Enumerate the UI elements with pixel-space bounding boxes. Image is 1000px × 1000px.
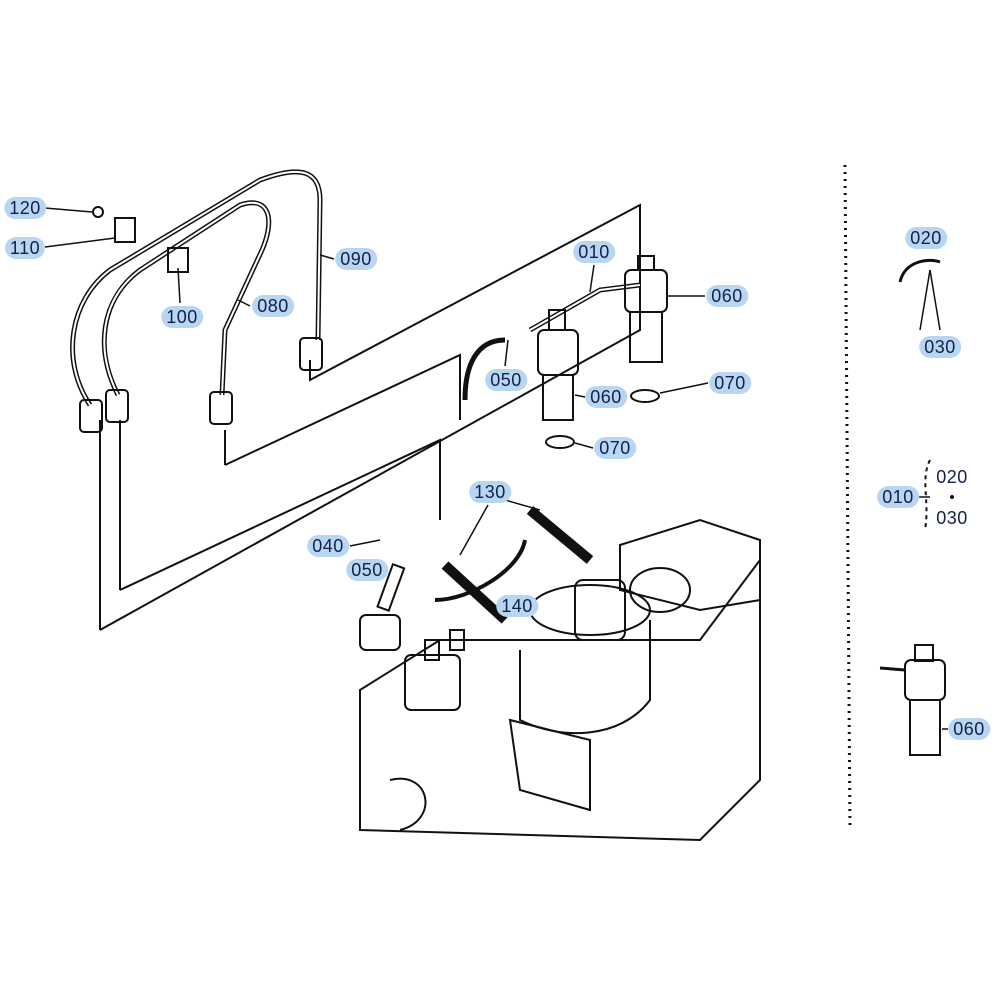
callout-090[interactable]: 090 [335, 248, 377, 270]
callout-110[interactable]: 110 [4, 237, 46, 259]
callout-060[interactable]: 060 [706, 285, 748, 307]
callout-010[interactable]: 010 [573, 241, 615, 263]
callout-060-side[interactable]: 060 [948, 718, 990, 740]
callout-140[interactable]: 140 [496, 595, 538, 617]
callout-120[interactable]: 120 [4, 197, 46, 219]
callout-100[interactable]: 100 [161, 306, 203, 328]
kit-item-030: 030 [936, 508, 968, 528]
callout-050[interactable]: 050 [346, 559, 388, 581]
callout-130[interactable]: 130 [469, 481, 511, 503]
callout-070[interactable]: 070 [594, 437, 636, 459]
section-divider [843, 164, 852, 831]
callout-010-kit[interactable]: 010 [877, 486, 919, 508]
kit-separator-dot [950, 495, 954, 499]
callout-060[interactable]: 060 [585, 386, 627, 408]
callout-080[interactable]: 080 [252, 295, 294, 317]
callout-020[interactable]: 020 [905, 227, 947, 249]
callout-050[interactable]: 050 [485, 369, 527, 391]
callout-040[interactable]: 040 [307, 535, 349, 557]
callout-030[interactable]: 030 [919, 336, 961, 358]
kit-item-020: 020 [936, 467, 968, 487]
callout-070[interactable]: 070 [709, 372, 751, 394]
